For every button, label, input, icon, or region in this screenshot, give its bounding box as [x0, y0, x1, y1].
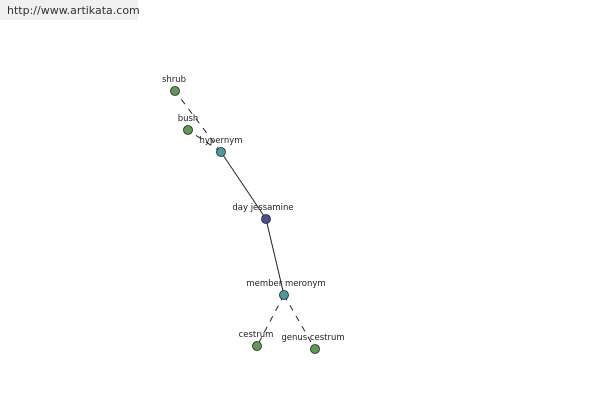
node-shrub[interactable]: [170, 86, 180, 96]
node-label-genus-cestrum[interactable]: genus cestrum: [281, 333, 344, 343]
node-hypernym[interactable]: [216, 147, 226, 157]
node-label-day-jessamine[interactable]: day jessamine: [232, 203, 293, 213]
node-label-member-meronym[interactable]: member meronym: [246, 279, 325, 289]
node-member-meronym[interactable]: [279, 290, 289, 300]
node-cestrum[interactable]: [252, 341, 262, 351]
edge-hypernym-to-shrub: [174, 90, 222, 153]
edges-layer: [174, 90, 316, 350]
node-label-bush[interactable]: bush: [178, 114, 199, 124]
node-day-jessamine[interactable]: [261, 214, 271, 224]
source-url[interactable]: http://www.artikata.com: [7, 4, 140, 17]
node-label-hypernym[interactable]: hypernym: [199, 136, 242, 146]
node-genus-cestrum[interactable]: [310, 344, 320, 354]
edge-member-meronym-to-genus-cestrum: [283, 294, 316, 350]
labels-layer: shrub bush hypernym day jessamine member mer…: [162, 75, 345, 343]
edge-day-jessamine-to-member-meronym: [265, 218, 285, 296]
node-label-cestrum[interactable]: cestrum: [239, 330, 274, 340]
edge-day-jessamine-to-hypernym: [220, 151, 267, 220]
node-label-shrub[interactable]: shrub: [162, 75, 186, 85]
source-url-banner: http://www.artikata.com: [0, 0, 140, 20]
nodes-layer: [170, 86, 320, 354]
edge-member-meronym-to-cestrum: [256, 294, 285, 347]
node-bush[interactable]: [183, 125, 193, 135]
